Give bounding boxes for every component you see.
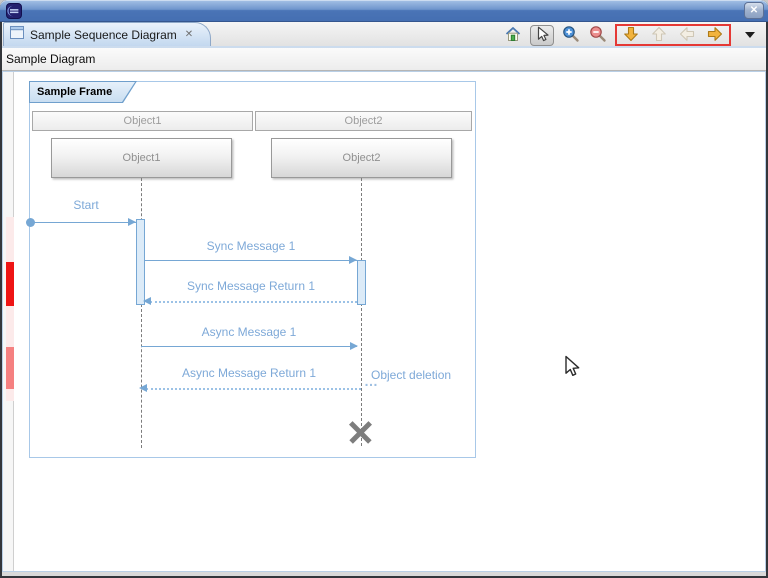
window-bottom-frame: [2, 572, 766, 576]
object2-box[interactable]: Object2: [271, 138, 452, 178]
tab-close-icon[interactable]: ✕: [184, 29, 194, 40]
home-button[interactable]: [503, 25, 523, 45]
window-close-button[interactable]: ✕: [744, 2, 764, 19]
scroll-down-button[interactable]: [621, 25, 641, 45]
zoom-out-icon: [589, 25, 607, 46]
sync-return-1-label[interactable]: Sync Message Return 1: [186, 279, 316, 293]
object-deletion-label[interactable]: Object deletion: [371, 368, 452, 382]
ruler-marker-red[interactable]: [6, 262, 14, 306]
sync-message-1-label[interactable]: Sync Message 1: [206, 239, 296, 253]
start-message-line[interactable]: [31, 222, 136, 223]
sync-return-1-line[interactable]: [150, 301, 357, 303]
zoom-in-button[interactable]: [561, 25, 581, 45]
sequence-frame[interactable]: [29, 81, 476, 458]
scroll-up-button[interactable]: [649, 25, 669, 45]
object1-box[interactable]: Object1: [51, 138, 232, 178]
ruler-highlight-band: [6, 217, 14, 401]
overview-ruler: [3, 72, 14, 571]
async-return-1-line[interactable]: [146, 388, 361, 390]
up-block-arrow-icon: [651, 26, 667, 45]
frame-label-text: Sample Frame: [30, 82, 136, 102]
object1-activation-bar[interactable]: [136, 219, 145, 305]
object2-lifeline[interactable]: [361, 178, 362, 446]
async-message-1-label[interactable]: Async Message 1: [201, 325, 297, 339]
zoom-out-button[interactable]: [588, 25, 608, 45]
tab-label: Sample Sequence Diagram: [30, 27, 177, 42]
down-block-arrow-icon: [623, 26, 639, 45]
sync-message-1-arrowhead-icon: [349, 256, 357, 264]
object2-header[interactable]: Object2: [255, 111, 472, 131]
cursor-arrow-icon: [536, 26, 549, 45]
dropdown-triangle-icon: [745, 32, 755, 38]
zoom-in-icon: [562, 25, 580, 46]
diagram-toolbar: [503, 23, 758, 47]
object1-header[interactable]: Object1: [32, 111, 253, 131]
eclipse-app-icon: [6, 3, 22, 19]
found-message-circle[interactable]: [26, 218, 35, 227]
start-message-label[interactable]: Start: [73, 198, 99, 212]
deletion-ellipsis: …: [364, 373, 379, 389]
right-block-arrow-icon: [707, 26, 723, 45]
window-titlebar[interactable]: ✕: [0, 0, 768, 22]
back-button[interactable]: [677, 25, 697, 45]
editor-tab-bar: Sample Sequence Diagram ✕: [2, 22, 766, 48]
async-message-1-arrowhead-icon: [350, 342, 358, 350]
view-menu-button[interactable]: [738, 25, 758, 45]
object2-activation-bar[interactable]: [357, 260, 366, 305]
select-tool-button[interactable]: [530, 24, 554, 46]
async-return-1-arrowhead-icon: [139, 384, 147, 392]
sync-return-1-arrowhead-icon: [143, 297, 151, 305]
red-highlight-box: [615, 24, 731, 46]
forward-button[interactable]: [705, 25, 725, 45]
mouse-cursor: [564, 355, 580, 384]
object1-lifeline[interactable]: [141, 178, 142, 448]
diagram-file-icon: [10, 25, 24, 44]
destruction-x-marker[interactable]: [348, 420, 373, 445]
async-message-1-line[interactable]: [141, 346, 357, 347]
start-arrowhead-icon: [128, 218, 136, 226]
async-return-1-label[interactable]: Async Message Return 1: [181, 366, 317, 380]
home-icon: [505, 26, 521, 45]
diagram-canvas[interactable]: Sample Frame Object1 Object2 Object1 Obj…: [2, 71, 766, 572]
tab-sample-sequence-diagram[interactable]: Sample Sequence Diagram ✕: [3, 22, 211, 46]
left-block-arrow-icon: [679, 26, 695, 45]
ruler-marker-light-red[interactable]: [6, 347, 14, 389]
frame-label[interactable]: Sample Frame: [29, 81, 137, 103]
breadcrumb: Sample Diagram: [2, 48, 766, 71]
sync-message-1-line[interactable]: [145, 260, 357, 261]
